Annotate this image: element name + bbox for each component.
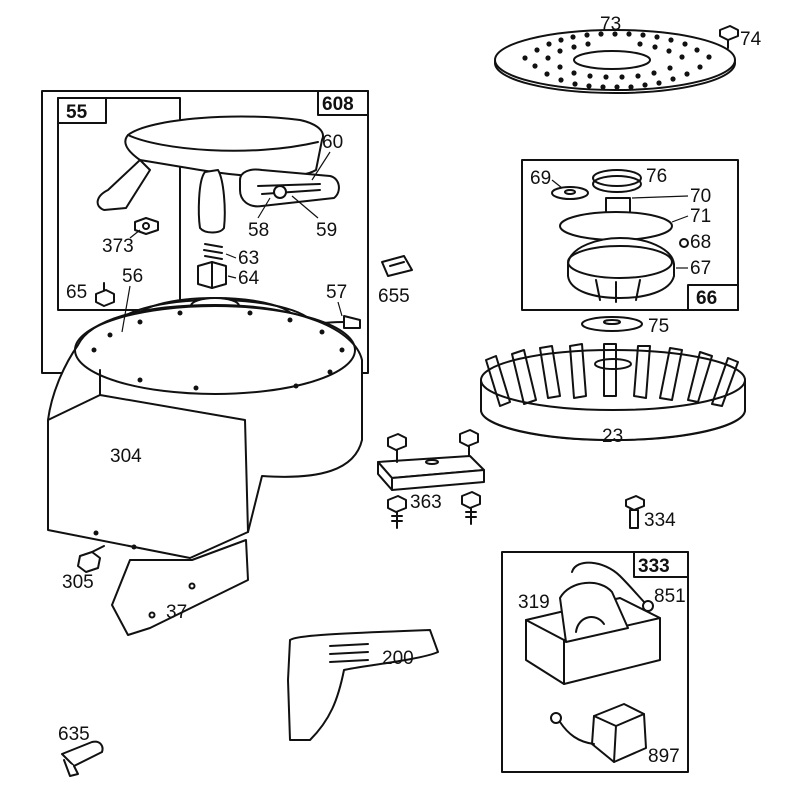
group-box-55-label: 55 xyxy=(66,102,88,123)
group-box-333-tag xyxy=(633,551,689,578)
label-37: 37 xyxy=(166,602,187,623)
label-373: 373 xyxy=(102,236,134,257)
part-305-screw xyxy=(77,545,105,573)
part-68-ball xyxy=(679,238,689,248)
group-box-55-tag xyxy=(57,97,107,124)
label-59: 59 xyxy=(316,220,337,241)
part-55-starter-housing xyxy=(96,115,340,234)
label-70: 70 xyxy=(690,186,711,207)
part-37-baffle xyxy=(111,539,249,636)
label-363: 363 xyxy=(410,492,442,513)
label-200: 200 xyxy=(382,648,414,669)
group-box-66-label: 66 xyxy=(696,288,717,309)
part-70-71-shaft xyxy=(559,197,673,241)
label-68: 68 xyxy=(690,232,711,253)
part-63-spring xyxy=(203,243,223,260)
group-box-608-label: 608 xyxy=(322,94,354,115)
label-75: 75 xyxy=(648,316,669,337)
label-73: 73 xyxy=(600,14,621,35)
label-334: 334 xyxy=(644,510,676,531)
part-373-nut xyxy=(134,217,159,235)
part-74-screw xyxy=(719,25,739,49)
part-200-air-guide xyxy=(287,629,439,741)
label-74: 74 xyxy=(740,29,762,50)
part-363-bracket xyxy=(377,429,485,529)
part-319-armature xyxy=(525,561,661,685)
label-897: 897 xyxy=(648,746,680,767)
label-60: 60 xyxy=(322,132,343,153)
label-635: 635 xyxy=(58,724,90,745)
part-655-clip xyxy=(381,255,413,277)
part-75-washer xyxy=(581,316,643,332)
label-655: 655 xyxy=(378,286,410,307)
group-box-66 xyxy=(521,159,739,311)
label-58: 58 xyxy=(248,220,269,241)
part-69-washer xyxy=(551,186,589,200)
part-65-screw xyxy=(95,282,115,307)
part-23-flywheel xyxy=(480,343,746,441)
label-57: 57 xyxy=(326,282,347,303)
label-76: 76 xyxy=(646,166,667,187)
part-labels: 73 74 60 58 59 373 63 64 65 56 57 655 69… xyxy=(58,14,762,767)
label-65: 65 xyxy=(66,282,87,303)
label-851: 851 xyxy=(654,586,686,607)
label-69: 69 xyxy=(530,168,551,189)
part-67-clutch-housing xyxy=(567,237,675,303)
part-635-terminal xyxy=(61,740,104,777)
part-304-blower-housing xyxy=(47,304,363,559)
group-box-333-label: 333 xyxy=(638,556,670,577)
part-76-seal xyxy=(592,169,642,193)
part-334-bolt xyxy=(625,495,645,529)
group-box-55 xyxy=(57,97,181,311)
part-73-rotating-screen xyxy=(494,29,736,94)
label-23: 23 xyxy=(602,426,623,447)
label-63: 63 xyxy=(238,248,259,269)
label-319: 319 xyxy=(518,592,550,613)
label-71: 71 xyxy=(690,206,711,227)
group-box-608-tag xyxy=(317,90,369,116)
label-305: 305 xyxy=(62,572,94,593)
label-56: 56 xyxy=(122,266,143,287)
part-897-switch xyxy=(550,703,647,763)
label-304: 304 xyxy=(110,446,142,467)
group-box-66-tag xyxy=(687,284,739,311)
group-box-333 xyxy=(501,551,689,773)
label-64: 64 xyxy=(238,268,260,289)
part-64-pawl xyxy=(197,261,227,289)
label-67: 67 xyxy=(690,258,711,279)
